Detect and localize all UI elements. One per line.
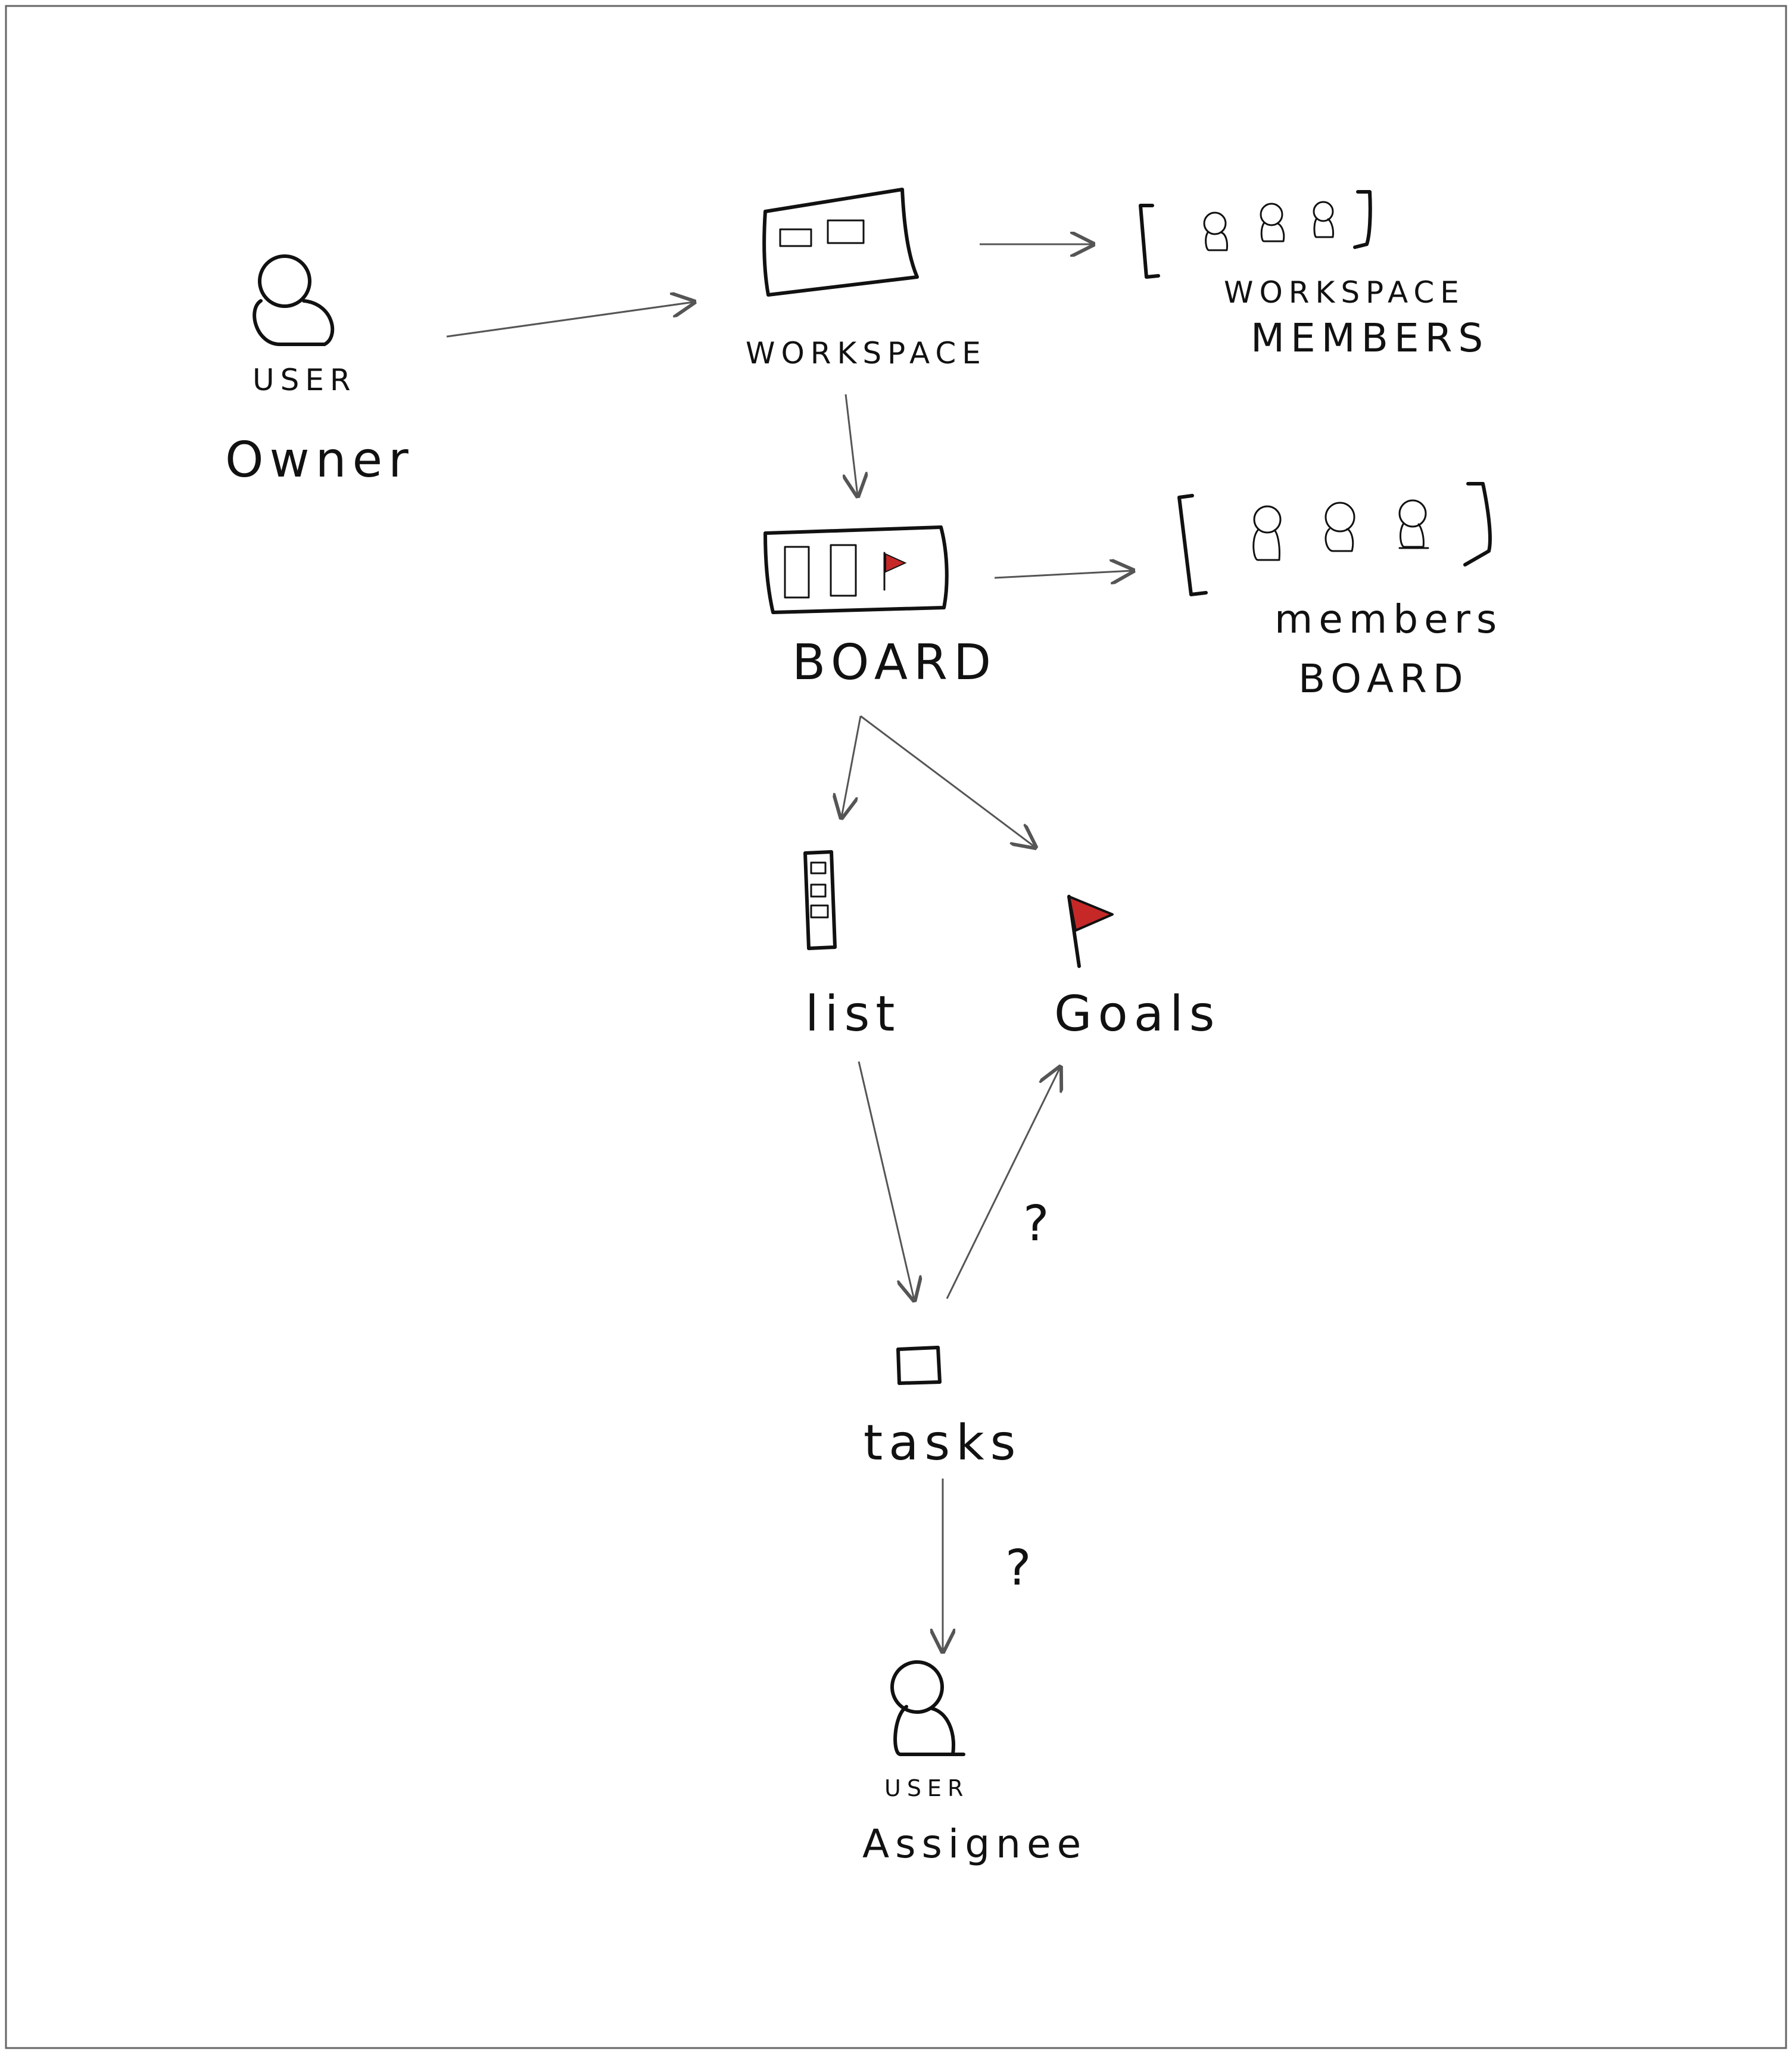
arrow-tasks-to-goals bbox=[946, 1068, 1060, 1299]
workspace-label: WORKSPACE bbox=[746, 336, 987, 371]
board-members-label-line2: BOARD bbox=[1298, 656, 1469, 702]
board-icon bbox=[763, 525, 949, 614]
arrow-workspace-to-board bbox=[846, 394, 858, 496]
board-member-icon bbox=[1252, 505, 1282, 561]
board-members-label-line1: members bbox=[1274, 596, 1503, 642]
workspace-icon bbox=[762, 188, 919, 297]
assignee-name-label: Assignee bbox=[862, 1821, 1087, 1867]
arrow-board-to-list bbox=[842, 715, 862, 817]
arrow-list-to-tasks bbox=[858, 1061, 914, 1300]
arrow-owner-to-workspace bbox=[446, 302, 694, 338]
assignee-role-label: USER bbox=[884, 1775, 969, 1801]
workspace-member-icon bbox=[1203, 211, 1228, 251]
list-label: list bbox=[805, 986, 900, 1042]
workspace-members-label-line2: MEMBERS bbox=[1251, 315, 1489, 361]
list-icon bbox=[803, 850, 837, 950]
tasks-label: tasks bbox=[864, 1415, 1021, 1471]
task-checkbox-icon bbox=[896, 1346, 942, 1385]
question-assignee-label: ? bbox=[1005, 1540, 1037, 1596]
owner-user-icon bbox=[253, 254, 335, 346]
owner-role-label: USER bbox=[253, 363, 357, 397]
workspace-members-label-line1: WORKSPACE bbox=[1224, 275, 1465, 310]
board-flag-icon bbox=[885, 553, 907, 573]
assignee-user-icon bbox=[890, 1660, 965, 1756]
question-goals-label: ? bbox=[1023, 1196, 1055, 1252]
arrow-board-to-members bbox=[994, 571, 1133, 578]
owner-name-label: Owner bbox=[225, 432, 415, 488]
board-label: BOARD bbox=[792, 634, 997, 691]
workspace-member-icon bbox=[1260, 203, 1285, 242]
page-border bbox=[5, 5, 1787, 2049]
arrow-board-to-goals bbox=[860, 715, 1035, 847]
goals-flag-icon bbox=[1067, 895, 1114, 968]
board-member-icon bbox=[1398, 499, 1429, 549]
board-member-icon bbox=[1324, 502, 1355, 552]
goals-label: Goals bbox=[1054, 986, 1220, 1042]
board-members-bracket-icon bbox=[1177, 482, 1492, 596]
workspace-member-icon bbox=[1313, 201, 1334, 238]
workspace-members-bracket-icon bbox=[1139, 190, 1372, 279]
